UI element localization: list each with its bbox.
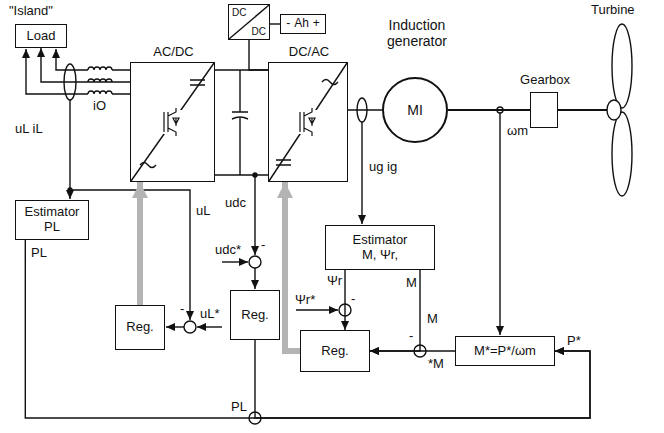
signal-connector [448, 109, 530, 111]
ac-symbol [322, 80, 338, 85]
converter-diagonal [131, 63, 214, 181]
node-text: Load [27, 29, 56, 44]
signal-label: - [350, 292, 356, 305]
transistor-symbols [160, 108, 318, 136]
signal-label: "Island" [8, 4, 54, 17]
dc-symbol [276, 160, 291, 165]
inductor-coils [88, 66, 112, 96]
node-text: + [313, 17, 320, 31]
measure-wire [361, 122, 362, 224]
signal-wire [166, 326, 184, 327]
dc-symbol [190, 80, 205, 85]
signal-connector [25, 240, 590, 418]
signal-label: uL* [199, 307, 221, 320]
signal-label: PL [30, 246, 48, 259]
converter-diagonal [229, 5, 269, 39]
estimator-box: EstimatorM, Ψr, [325, 225, 435, 270]
ac-symbol [140, 163, 156, 168]
node-text: Induction generator [357, 17, 477, 49]
battery-box: -Ah + [280, 14, 326, 34]
measure-wire [69, 100, 70, 199]
node-text: DC [252, 26, 266, 38]
junction-dot [68, 188, 72, 192]
phase-wire [26, 49, 130, 94]
signal-label: M [405, 276, 418, 289]
node-text: DC/AC [269, 45, 349, 60]
signal-label: PL [230, 400, 248, 413]
generator-circle: Induction generatorMI [382, 77, 448, 143]
turbine-blade [612, 112, 632, 196]
signal-connector [348, 109, 382, 110]
turbine-hub [607, 100, 621, 120]
node-text: Estimator [353, 233, 408, 248]
signal-connector [370, 350, 455, 351]
turbine-blade [612, 24, 632, 108]
signal-connector [41, 48, 130, 82]
regulator-box: Reg. [230, 290, 280, 340]
signal-label: M [426, 312, 439, 325]
node-text: M*=P*/ωm [474, 344, 536, 359]
shaft [558, 109, 608, 111]
signal-wire [254, 268, 255, 289]
converter-box: DC/AC [268, 62, 348, 182]
node-text: Ah [294, 17, 309, 31]
control-arrow [285, 182, 300, 351]
signal-label: ωm [506, 124, 529, 137]
regulator-box: Reg. [300, 330, 370, 372]
reference-wire [296, 309, 338, 310]
signal-label: udc [224, 196, 247, 209]
signal-connector [344, 270, 345, 330]
dcdc-box: DC DC [228, 4, 270, 40]
signal-label: Ψr [326, 274, 343, 287]
node-text: Estimator PL [21, 205, 83, 235]
summing-junction [249, 256, 261, 268]
voltage-feedback-wire [70, 190, 190, 320]
signal-label: udc* [214, 243, 242, 256]
signal-connector [255, 340, 590, 418]
reference-wire [197, 326, 222, 327]
node-text: Reg. [321, 344, 348, 359]
dc-capacitor [232, 70, 248, 175]
signal-label: uL [195, 204, 211, 217]
node-text: M, Ψr, [362, 248, 398, 263]
signal-label: - [179, 302, 185, 315]
converter-diagonal [269, 63, 347, 181]
node-text: Reg. [126, 320, 153, 335]
node-text: MI [407, 102, 423, 118]
load-box: Load [15, 24, 67, 48]
signal-label: uL iL [14, 122, 44, 135]
reference-wire [222, 261, 248, 262]
node-text: Gearbox [505, 73, 585, 88]
udc-measure-wire [254, 175, 255, 255]
signal-label: P* [566, 334, 582, 347]
speed-wire [499, 113, 500, 335]
gearbox-box: Gearbox [530, 92, 558, 128]
torque-reference-box: M*=P*/ωm [455, 336, 555, 366]
wires [26, 5, 632, 424]
signal-label: *M [427, 357, 445, 370]
node-text: - [286, 17, 290, 31]
estimator-box: Estimator PL [15, 200, 89, 240]
signal-label: Turbine [590, 3, 636, 16]
node-text: AC/DC [131, 45, 216, 60]
signal-connector [270, 23, 280, 24]
signal-label: Ψr* [294, 293, 316, 306]
node-text: DC [232, 7, 246, 19]
signal-connector [249, 40, 268, 70]
node-text: Reg. [241, 308, 268, 323]
converter-box: AC/DC [130, 62, 215, 182]
summing-junction [184, 321, 196, 333]
signal-label: - [260, 238, 266, 251]
control-arrow [137, 182, 143, 305]
signal-label: iO [92, 99, 107, 112]
signal-connector [370, 270, 420, 351]
dc-bus-wire [215, 174, 268, 175]
regulator-box: Reg. [115, 305, 165, 350]
signal-label: - [408, 329, 414, 342]
signal-label: ug ig [368, 160, 398, 173]
